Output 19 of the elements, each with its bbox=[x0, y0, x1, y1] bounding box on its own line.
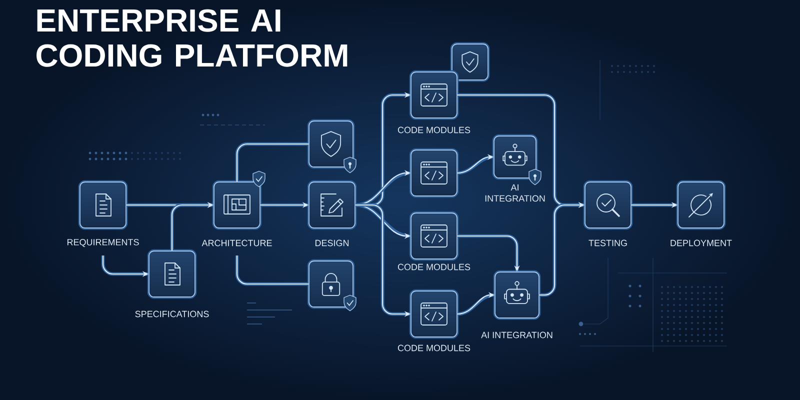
arrow bbox=[457, 292, 495, 316]
node-label: SPECIFICATIONS bbox=[135, 310, 209, 318]
node-label: DEPLOYMENT bbox=[670, 240, 732, 246]
arrow bbox=[457, 234, 520, 272]
connector-line bbox=[235, 142, 309, 182]
node-label: TESTING bbox=[588, 240, 627, 246]
node-label: REQUIREMENTS bbox=[68, 239, 139, 247]
node-label: ARCHITECTURE bbox=[202, 240, 272, 246]
node-label: CODE MODULES bbox=[398, 344, 470, 352]
node-label: CODE MODULES bbox=[398, 126, 470, 134]
arrow bbox=[457, 154, 494, 175]
arrow bbox=[170, 202, 214, 251]
node-label: CODE MODULES bbox=[398, 264, 470, 270]
connector-line bbox=[235, 255, 309, 286]
arrow bbox=[539, 202, 585, 297]
node-label: AI INTEGRATION bbox=[481, 332, 552, 338]
node-label: AI INTEGRATION bbox=[485, 184, 545, 202]
title: ENTERPRISE AI CODING PLATFORM bbox=[36, 9, 348, 67]
node-label: DESIGN bbox=[316, 240, 349, 246]
